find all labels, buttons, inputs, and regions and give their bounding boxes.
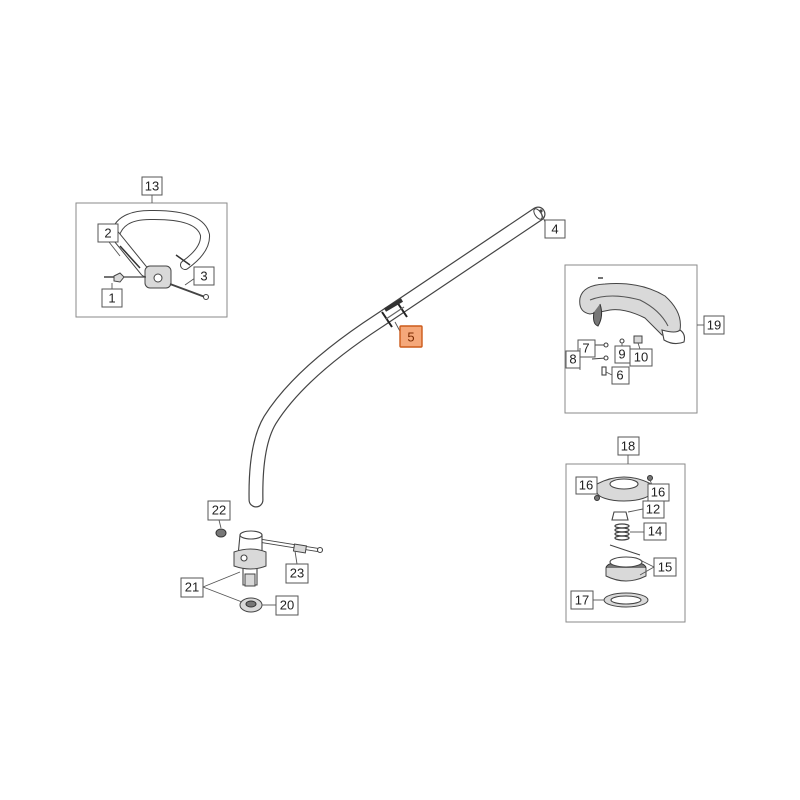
callout-20[interactable]: 20 (262, 595, 299, 616)
callout-22[interactable]: 22 (207, 500, 231, 529)
callout-18[interactable]: 18 (617, 436, 640, 456)
callout-1-label: 1 (108, 291, 115, 306)
callout-15[interactable]: 15 (639, 557, 677, 577)
callout-16-left[interactable]: 16 (575, 476, 598, 495)
callout-5[interactable]: 5 (394, 321, 423, 348)
callout-3[interactable]: 3 (184, 266, 215, 286)
callout-2[interactable]: 2 (97, 223, 121, 257)
callout-4-label: 4 (551, 222, 558, 237)
callout-15-label: 15 (658, 560, 672, 575)
callout-12-label: 12 (646, 502, 660, 517)
callout-7-label: 7 (582, 341, 589, 356)
callout-2-label: 2 (104, 226, 111, 241)
gear-head-group (215, 528, 324, 613)
callout-7[interactable]: 7 (577, 339, 596, 358)
callout-3-label: 3 (200, 269, 207, 284)
callout-16-left-label: 16 (579, 478, 593, 493)
handle-group (75, 194, 228, 318)
callout-13[interactable]: 13 (141, 176, 163, 196)
callout-21-label: 21 (185, 580, 199, 595)
callout-1[interactable]: 1 (101, 283, 123, 308)
guard-group (564, 264, 704, 414)
callout-10-label: 10 (634, 350, 648, 365)
callout-9-label: 9 (618, 347, 625, 362)
callout-6-label: 6 (616, 368, 623, 383)
callout-4[interactable]: 4 (540, 211, 566, 239)
callout-5-label: 5 (407, 330, 414, 345)
callout-20-label: 20 (280, 598, 294, 613)
callout-14-label: 14 (648, 524, 662, 539)
callout-9[interactable]: 9 (614, 343, 631, 364)
callout-18-label: 18 (621, 439, 635, 454)
callout-19-label: 19 (707, 318, 721, 333)
callout-21[interactable]: 21 (180, 571, 243, 603)
callout-10[interactable]: 10 (629, 342, 653, 367)
drive-shaft (248, 206, 546, 508)
callout-8[interactable]: 8 (565, 348, 581, 370)
callout-12[interactable]: 12 (627, 500, 665, 519)
callout-6[interactable]: 6 (605, 366, 630, 385)
callout-16-right-label: 16 (651, 485, 665, 500)
callout-8-label: 8 (569, 352, 576, 367)
callout-22-label: 22 (212, 503, 226, 518)
callout-23-label: 23 (290, 566, 304, 581)
callout-17[interactable]: 17 (570, 590, 604, 610)
callout-16-right[interactable]: 16 (647, 479, 670, 502)
callout-13-label: 13 (145, 179, 159, 194)
callout-17-label: 17 (575, 593, 589, 608)
callout-14[interactable]: 14 (630, 522, 667, 541)
callout-23[interactable]: 23 (285, 550, 309, 584)
callout-19[interactable]: 19 (703, 315, 725, 335)
